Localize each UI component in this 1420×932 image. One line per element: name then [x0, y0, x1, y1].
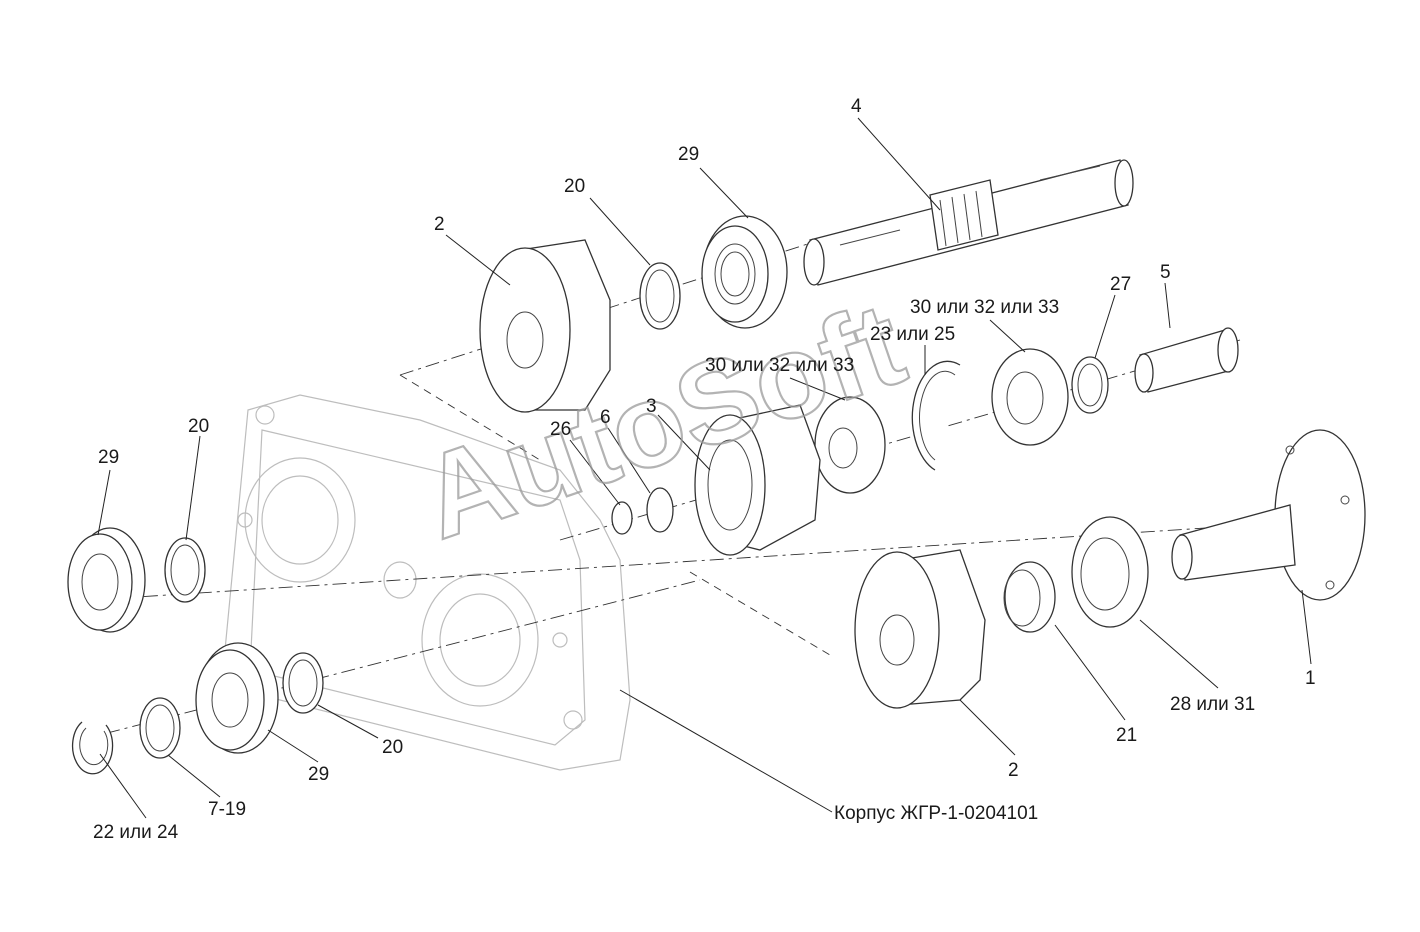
gear-2-bottom: [854, 549, 986, 709]
callout-5: 5: [1160, 262, 1171, 283]
ring-26: [611, 501, 633, 535]
callout-20-top: 20: [564, 176, 585, 197]
callout-2-bottom: 2: [1008, 760, 1019, 781]
callout-6: 6: [600, 407, 611, 428]
housing-label: Корпус ЖГР-1-0204101: [834, 803, 1038, 824]
callout-3: 3: [646, 396, 657, 417]
callout-27: 27: [1110, 274, 1131, 295]
callout-1: 1: [1305, 668, 1316, 689]
callout-21: 21: [1116, 725, 1137, 746]
spacer-21: [1003, 561, 1056, 633]
flange-shaft-1: [1171, 429, 1366, 601]
ring-20-bottom: [282, 652, 324, 714]
callout-30-right: 30 или 32 или 33: [910, 297, 1059, 318]
snap-ring-23: [911, 360, 961, 471]
callout-28: 28 или 31: [1170, 694, 1255, 715]
gear-3: [694, 404, 821, 556]
callout-4: 4: [851, 96, 862, 117]
callout-23: 23 или 25: [870, 324, 955, 345]
callout-26: 26: [550, 419, 571, 440]
callout-20-left: 20: [188, 416, 209, 437]
gear-2-top: [479, 239, 611, 413]
callout-labels: 4 29 20 2 27 5 30 или 32 или 33 23 или 2…: [93, 96, 1316, 843]
ring-6: [646, 487, 674, 533]
shaft-5: [1134, 327, 1239, 393]
callout-2-top: 2: [434, 214, 445, 235]
bearing-29-top: [701, 215, 788, 329]
bearing-30-right: [991, 348, 1069, 446]
callout-29-left: 29: [98, 447, 119, 468]
callout-22: 22 или 24: [93, 822, 179, 843]
bearing-28: [1071, 516, 1149, 628]
leader-lines: [97, 117, 1312, 819]
bearing-29-left: [67, 527, 146, 633]
ring-7-19: [139, 697, 181, 759]
snap-ring-22: [71, 721, 114, 775]
callout-20-bottom: 20: [382, 737, 403, 758]
callout-29-top: 29: [678, 144, 699, 165]
ring-20-top: [639, 262, 681, 330]
callout-30-left: 30 или 32 или 33: [705, 355, 854, 376]
ring-20-left: [164, 537, 206, 603]
callout-29-bottom: 29: [308, 764, 329, 785]
shaft-4: [803, 159, 1134, 286]
ring-27: [1071, 356, 1109, 414]
bearing-29-bottom: [195, 642, 279, 754]
callout-7-19: 7-19: [208, 799, 246, 820]
